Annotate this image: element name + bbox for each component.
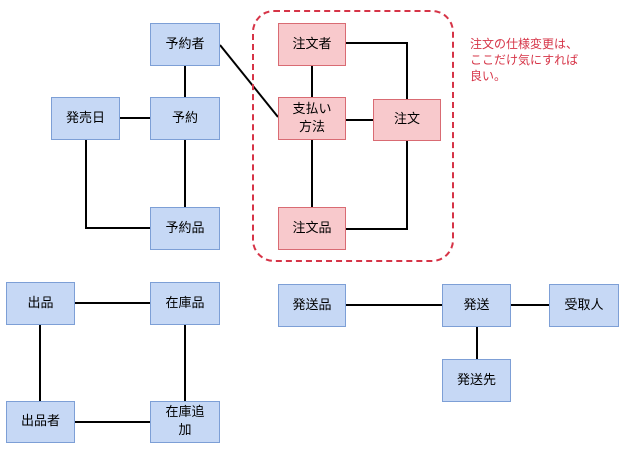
entity-shupinsha[interactable]: 出品者	[6, 401, 75, 443]
order-change-scope-group	[252, 10, 454, 262]
entity-hasso[interactable]: 発送	[442, 284, 511, 327]
entity-shiharai-hoho[interactable]: 支払い 方法	[278, 97, 346, 140]
edge-hatsubaibi-yoyakuhin	[85, 140, 150, 229]
entity-yoyakusha[interactable]: 予約者	[150, 23, 220, 66]
entity-yoyaku[interactable]: 予約	[150, 97, 220, 140]
entity-hassohin[interactable]: 発送品	[278, 284, 346, 327]
entity-chumonhin[interactable]: 注文品	[278, 207, 346, 250]
entity-zaikohin[interactable]: 在庫品	[150, 282, 220, 325]
entity-uketorinin[interactable]: 受取人	[549, 284, 619, 327]
entity-chumonsha[interactable]: 注文者	[278, 23, 346, 66]
entity-zaiko-tsuika[interactable]: 在庫追 加	[150, 401, 220, 443]
entity-yoyakuhin[interactable]: 予約品	[150, 207, 220, 250]
order-change-note: 注文の仕様変更は、 ここだけ気にすれば 良い。	[470, 37, 579, 84]
edge-chumonsha-chumon	[346, 42, 408, 99]
entity-hassosaki[interactable]: 発送先	[442, 359, 511, 402]
entity-shupin[interactable]: 出品	[6, 282, 75, 325]
entity-hatsubaibi[interactable]: 発売日	[51, 97, 120, 140]
edge-chumon-chumonhin	[346, 141, 408, 230]
entity-chumon[interactable]: 注文	[373, 99, 441, 141]
edge-yoyakusha-shiharai	[219, 44, 279, 118]
